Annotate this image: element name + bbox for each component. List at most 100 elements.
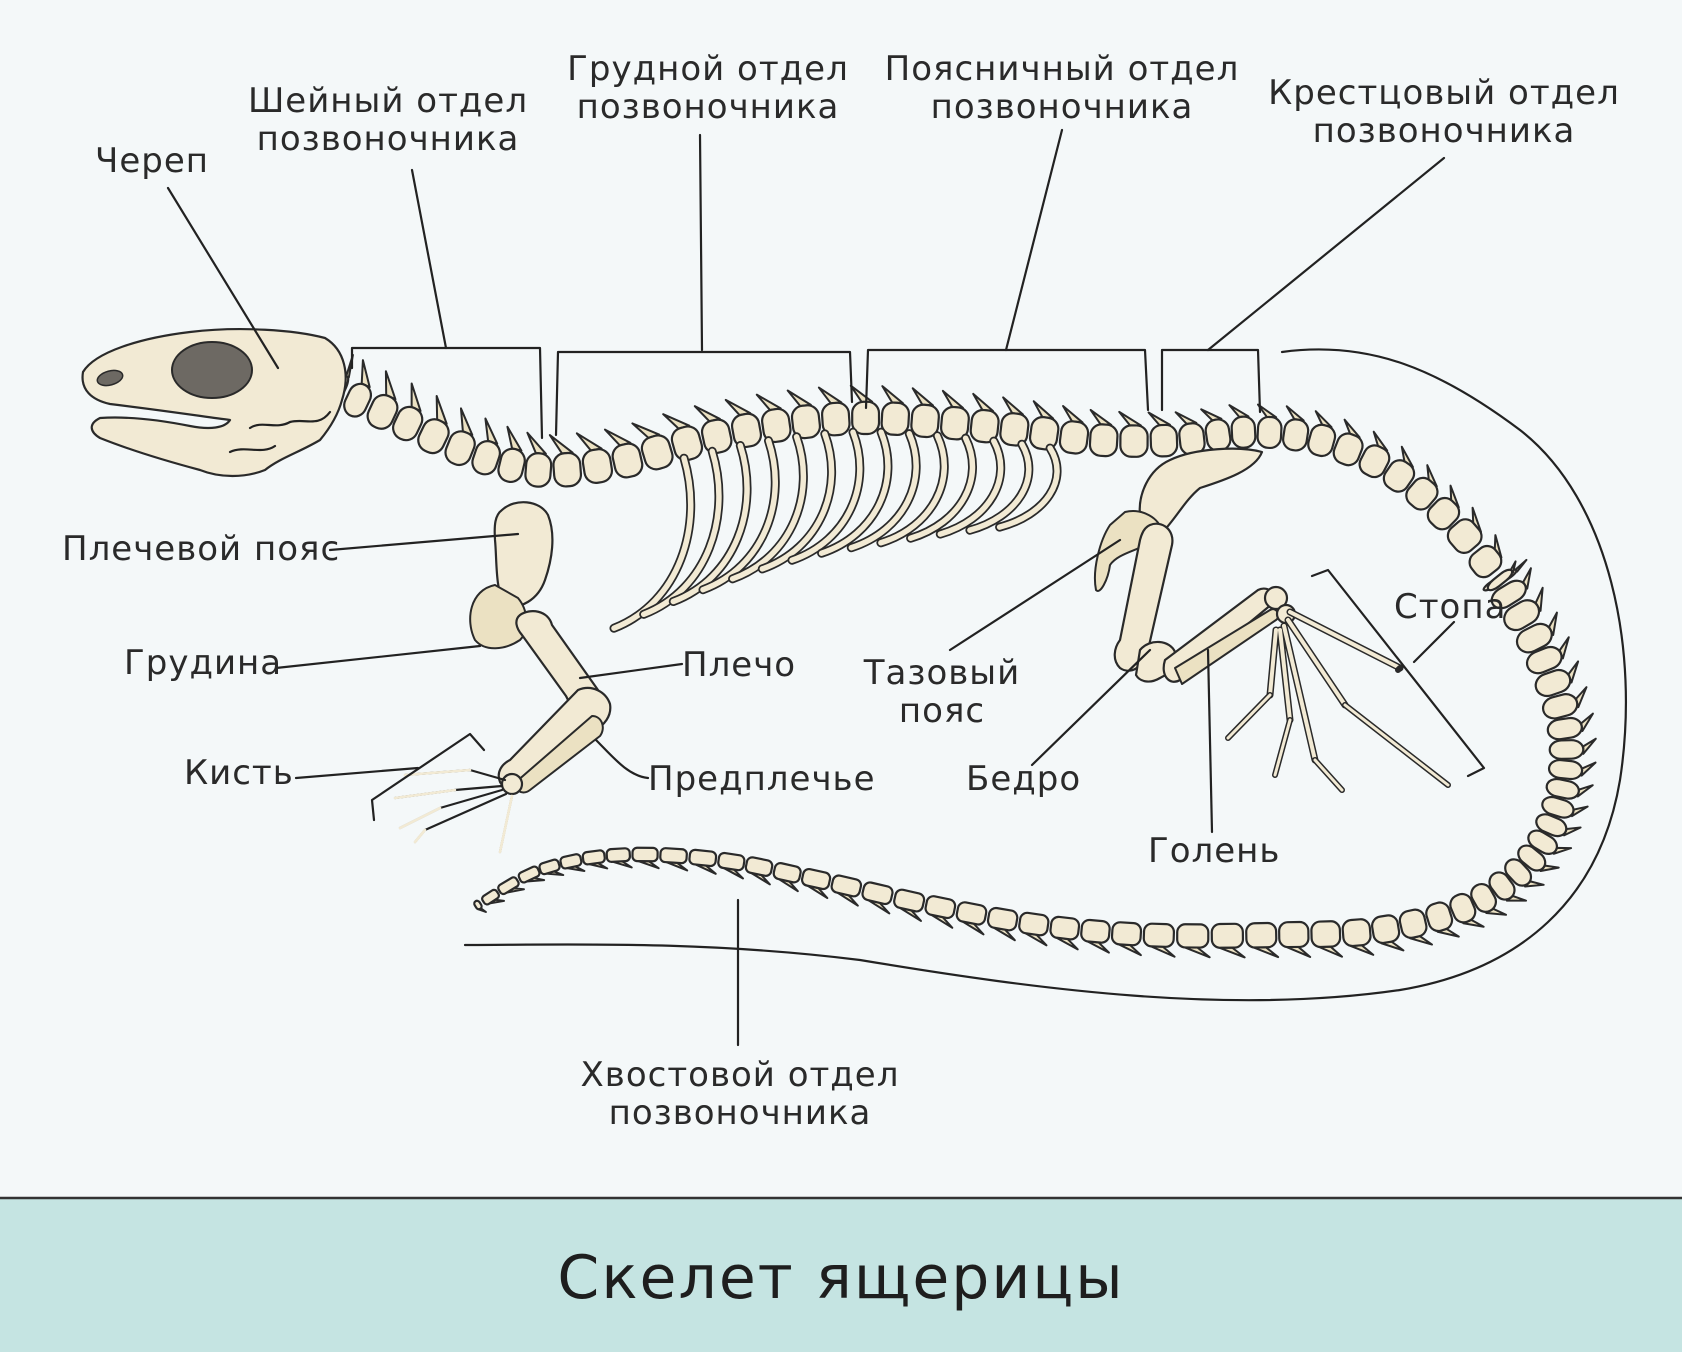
pelvic-girdle <box>1094 447 1264 592</box>
vertebra <box>1088 408 1119 458</box>
caudal-vertebra <box>1049 915 1081 951</box>
foot-bones <box>1225 608 1451 793</box>
diagram-title: Скелет ящерицы <box>557 1243 1124 1313</box>
caudal-vertebra <box>1503 586 1544 632</box>
vertebra <box>392 382 424 442</box>
caudal-vertebra <box>659 847 689 872</box>
label-thoracic-line1: Грудной отдел <box>567 49 849 89</box>
caudal-vertebra <box>1490 567 1532 610</box>
caudal-vertebra <box>1515 611 1558 654</box>
label-pelvic-line2: пояс <box>899 691 985 731</box>
caudal-vertebra <box>517 865 546 884</box>
caudal-vertebra <box>1548 737 1597 760</box>
label-thigh: Бедро <box>966 759 1081 799</box>
caudal-vertebra <box>717 851 746 880</box>
caudal-vertebra <box>481 888 506 906</box>
vertebra <box>548 434 583 488</box>
vertebra <box>1358 430 1391 479</box>
caudal-vertebra <box>1527 829 1573 855</box>
vertebra <box>417 395 450 455</box>
caudal-vertebra <box>861 881 894 915</box>
label-shoulder-girdle: Плечевой пояс <box>62 529 340 569</box>
caudal-vertebra <box>1517 844 1560 873</box>
bracket-sacral <box>1160 348 1262 414</box>
caudal-vertebra <box>1449 892 1485 928</box>
caudal-vertebra <box>830 874 863 907</box>
vertebra <box>999 396 1030 447</box>
vertebra <box>1307 410 1337 458</box>
rib <box>609 453 696 633</box>
caudal-vertebra <box>1546 712 1594 741</box>
caudal-vertebra <box>893 888 926 922</box>
caudal-vertebra <box>1341 918 1375 956</box>
spine-vertebrae <box>330 353 1517 592</box>
caudal-vertebra <box>1504 858 1545 888</box>
caudal-vertebra <box>1545 777 1594 800</box>
rib <box>757 429 837 574</box>
vertebra <box>497 425 526 484</box>
footer-band <box>0 1198 1682 1352</box>
rib <box>817 427 893 558</box>
rib <box>787 427 865 565</box>
vertebra <box>1282 405 1310 452</box>
label-humerus: Плечо <box>682 645 796 685</box>
label-tail-line1: Хвостовой отдел <box>581 1055 900 1095</box>
caudal-vertebra <box>631 846 660 870</box>
vertebra <box>631 422 674 471</box>
rib <box>639 446 724 619</box>
caudal-vertebra <box>1080 918 1111 954</box>
caudal-vertebra <box>473 899 487 913</box>
caudal-vertebra <box>1018 911 1050 947</box>
vertebra <box>343 359 373 418</box>
eye-socket <box>171 341 253 399</box>
vertebra <box>939 389 970 441</box>
caudal-vertebra <box>1310 920 1344 958</box>
caudal-vertebra <box>1541 686 1588 720</box>
vertebra <box>1118 410 1149 458</box>
caudal-vertebra <box>1142 922 1176 958</box>
front-leg <box>393 610 612 854</box>
vertebra <box>1147 411 1179 458</box>
caudal-vertebra <box>688 848 718 875</box>
rib <box>965 439 1034 535</box>
vertebra <box>603 428 644 479</box>
caudal-vertebra <box>955 901 988 936</box>
label-hand: Кисть <box>184 753 294 793</box>
skeleton <box>81 328 1597 959</box>
ribs <box>609 427 1062 633</box>
skull <box>81 328 347 478</box>
vertebra <box>1382 445 1416 493</box>
vertebra <box>910 387 940 439</box>
label-lumbar-line2: позвоночника <box>931 87 1194 127</box>
caudal-vertebra <box>924 895 957 929</box>
label-tail-line2: позвоночника <box>609 1093 872 1133</box>
caudal-vertebra <box>1534 660 1580 698</box>
vertebra <box>724 398 763 449</box>
labels: Череп Шейный отдел позвоночника Грудной … <box>62 49 1620 1133</box>
caudal-vertebra <box>1547 758 1597 781</box>
caudal-vertebrae <box>473 558 1597 959</box>
rib <box>935 436 1006 539</box>
rib <box>698 436 780 595</box>
caudal-vertebra <box>800 867 832 900</box>
caudal-vertebra <box>559 853 586 872</box>
vertebra <box>1486 560 1517 592</box>
label-sacral-line1: Крестцовый отдел <box>1268 73 1620 113</box>
caudal-vertebra <box>1371 914 1405 952</box>
vertebra <box>471 417 501 476</box>
vertebra <box>1332 418 1364 467</box>
vertebra <box>1058 404 1090 455</box>
hind-leg <box>1113 522 1451 793</box>
label-cervical-line2: позвоночника <box>257 119 520 159</box>
vertebra <box>880 385 911 437</box>
caudal-vertebra <box>581 849 609 870</box>
caudal-vertebra <box>1278 920 1312 958</box>
caudal-vertebra <box>1210 922 1246 959</box>
vertebra <box>1256 403 1283 450</box>
caudal-vertebra <box>605 847 633 869</box>
caudal-vertebra <box>772 862 802 893</box>
caudal-vertebra <box>538 858 565 877</box>
vertebra <box>1228 404 1257 449</box>
vertebra <box>969 392 1000 444</box>
